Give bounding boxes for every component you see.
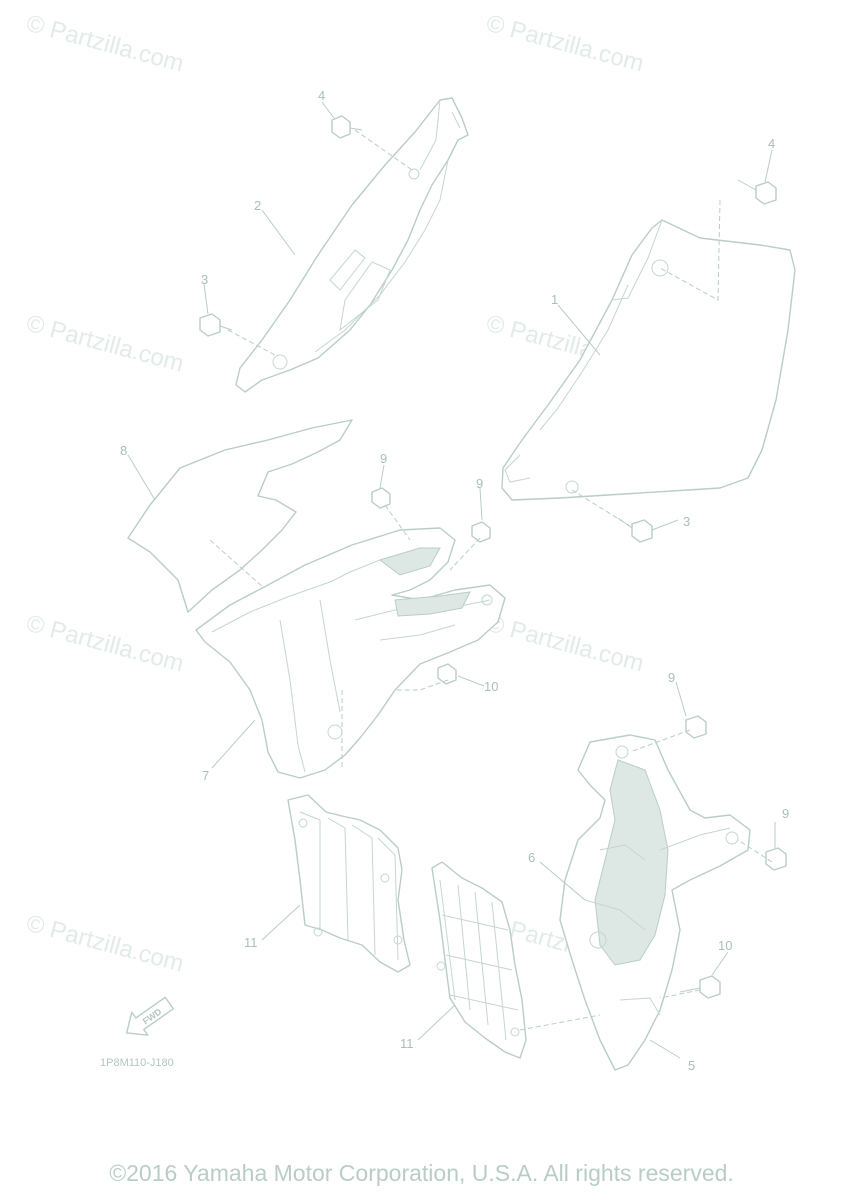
watermark: © Partzilla.com — [23, 310, 186, 378]
bolt-9d-icon — [765, 847, 787, 871]
callout-11: 11 — [400, 1036, 414, 1051]
callout-10: 10 — [484, 679, 498, 694]
leader-lines — [127, 101, 776, 1059]
callout-3: 3 — [201, 272, 208, 287]
part-11-louver-b — [431, 861, 527, 1059]
callout-8: 8 — [120, 443, 127, 458]
callout-4: 4 — [768, 136, 775, 151]
part-5-shroud-right — [559, 734, 751, 1071]
bolt-3a-icon — [199, 313, 233, 337]
callout-6: 6 — [528, 850, 535, 865]
watermark: © Partzilla.com — [23, 10, 186, 78]
callout-5: 5 — [688, 1058, 695, 1073]
bolt-9c-icon — [685, 715, 707, 739]
callout-labels: 1 2 3 3 4 4 5 6 7 8 9 9 9 9 10 10 11 11 — [120, 88, 789, 1073]
callout-9: 9 — [476, 476, 483, 491]
watermark: © Partzilla.com — [23, 610, 186, 678]
part-11-louver-a — [287, 794, 411, 973]
callout-9: 9 — [782, 806, 789, 821]
callout-3: 3 — [683, 514, 690, 529]
callout-7: 7 — [202, 768, 209, 783]
bolt-9a-icon — [371, 487, 391, 509]
bolt-4a-icon — [331, 115, 363, 139]
callout-9: 9 — [380, 451, 387, 466]
assembly-lines — [227, 129, 773, 1031]
watermark: © Partzilla.com — [483, 10, 646, 78]
hardware-bolts — [199, 115, 787, 999]
watermark: © Partzilla.com — [483, 610, 646, 678]
copyright-notice: ©2016 Yamaha Motor Corporation, U.S.A. A… — [109, 1160, 734, 1186]
callout-11: 11 — [244, 935, 258, 950]
callout-10: 10 — [718, 938, 732, 953]
diagram-code: 1P8M110-J180 — [100, 1057, 174, 1069]
callout-2: 2 — [254, 198, 261, 213]
bolt-10b-icon — [679, 975, 721, 999]
part-2-side-cover-left — [235, 97, 469, 393]
bolt-10a-icon — [437, 663, 457, 685]
callout-4: 4 — [318, 88, 325, 103]
callout-1: 1 — [551, 292, 558, 307]
callout-9: 9 — [668, 670, 675, 685]
bolt-4b-icon — [737, 179, 777, 205]
bolt-9b-icon — [471, 521, 491, 543]
part-1-side-cover-right — [501, 219, 796, 501]
part-7-radiator-shroud — [195, 527, 506, 779]
fwd-arrow-icon: FWD — [126, 996, 175, 1036]
watermark: © Partzilla.com — [23, 910, 186, 978]
